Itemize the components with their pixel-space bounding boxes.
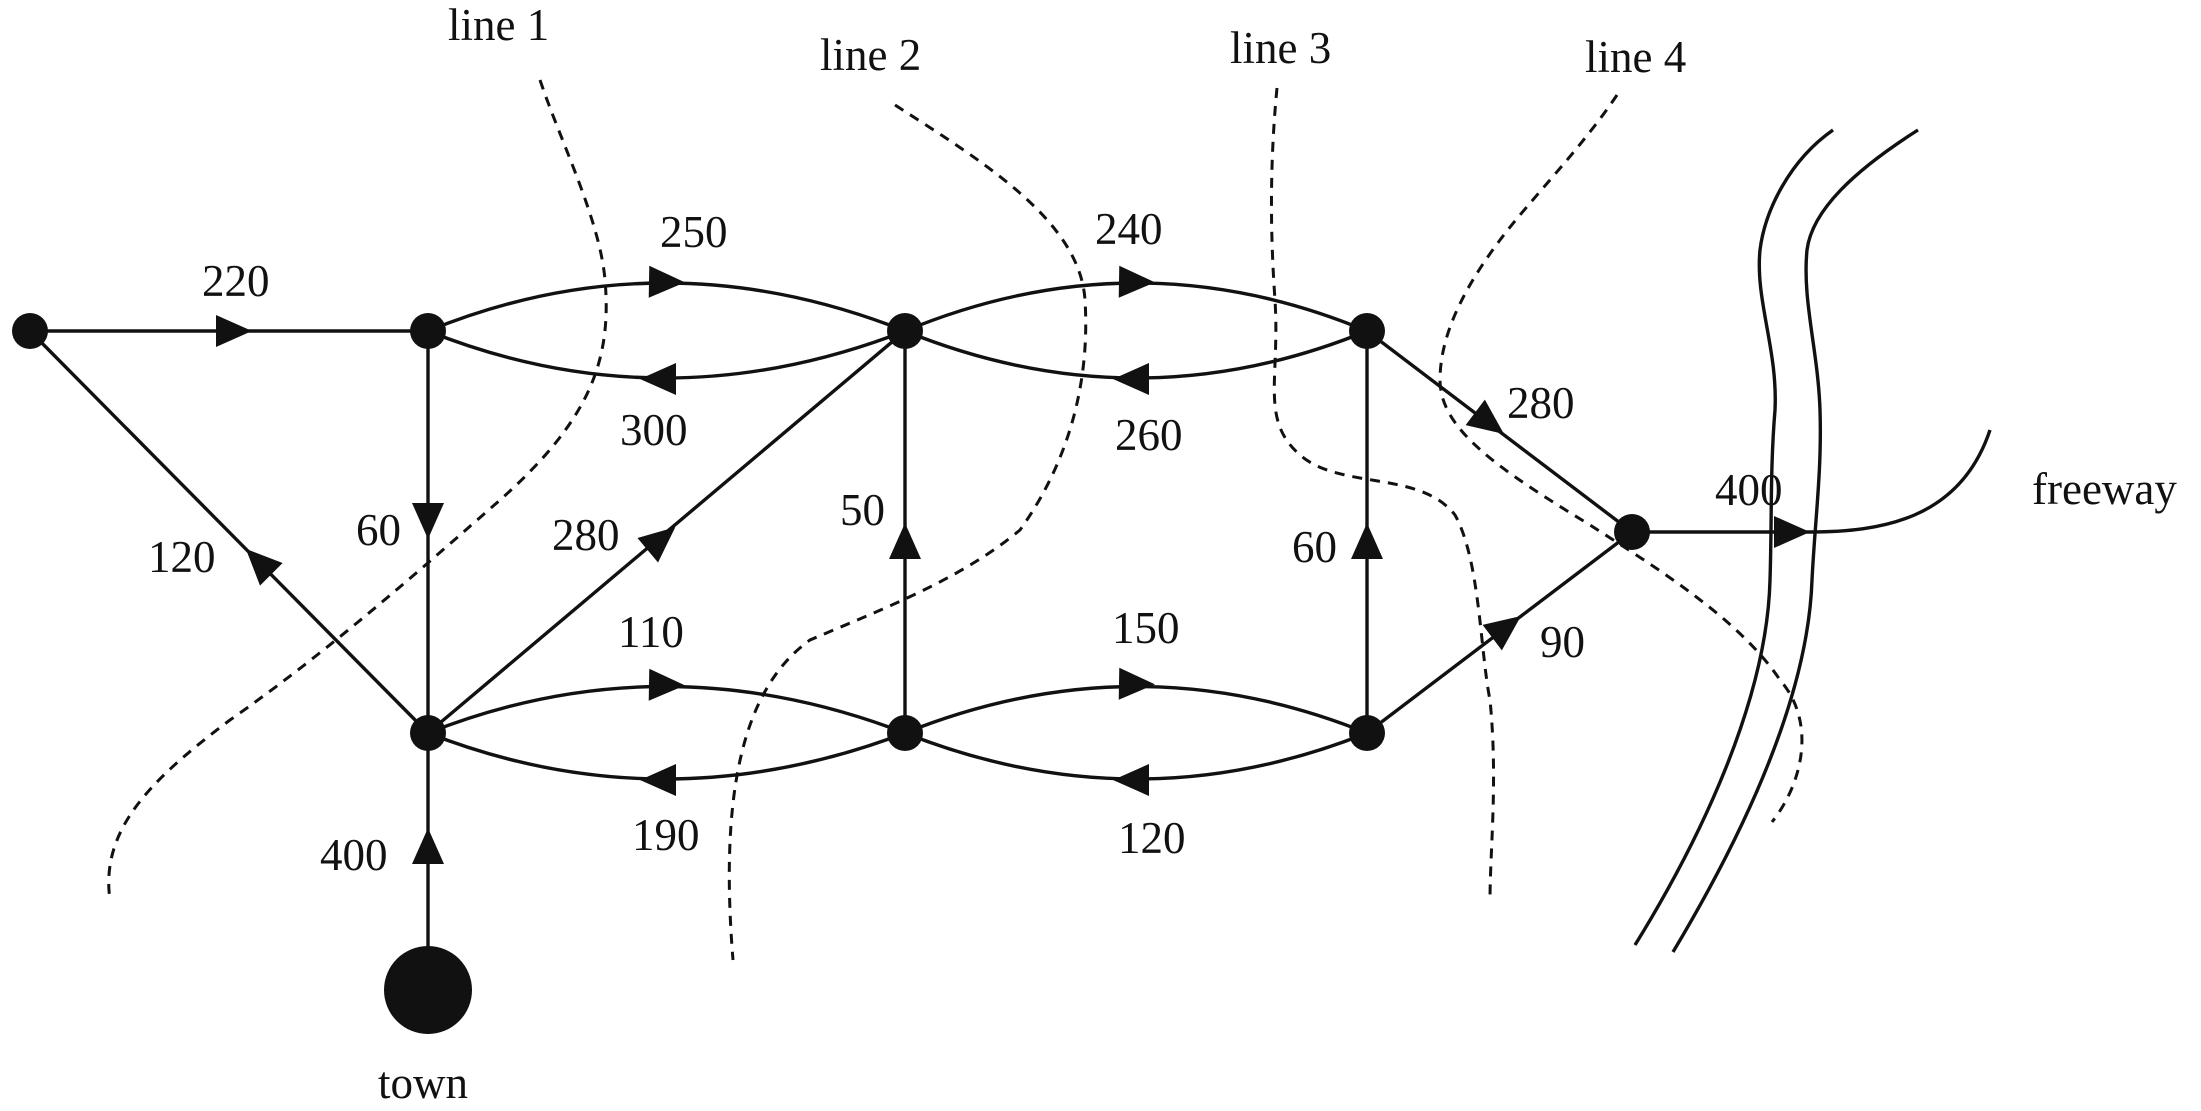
capacity-label-D-H: 280 bbox=[1507, 378, 1575, 428]
node-D bbox=[1349, 313, 1385, 349]
network-nodes bbox=[12, 313, 1650, 1034]
node-G bbox=[1349, 715, 1385, 751]
arrow-town-E bbox=[412, 828, 444, 864]
edge-arrowheads bbox=[216, 265, 1810, 864]
capacity-label-G-F: 120 bbox=[1118, 813, 1186, 863]
capacity-label-F-C: 50 bbox=[840, 485, 885, 535]
arrow-C-D bbox=[1118, 265, 1155, 298]
cut-line-label-3: line 3 bbox=[1230, 23, 1331, 73]
freeway-road bbox=[1633, 128, 1919, 953]
freeway-right-edge bbox=[1671, 128, 1919, 953]
edge-F-G bbox=[904, 684, 1368, 735]
arrow-F-G bbox=[1118, 667, 1155, 700]
capacity-label-B-C: 250 bbox=[660, 207, 728, 257]
arrow-E-F bbox=[648, 668, 685, 701]
capacity-label-C-D: 240 bbox=[1095, 204, 1163, 254]
network-edges bbox=[28, 281, 1992, 990]
node-C bbox=[887, 313, 923, 349]
cut-line-label-2: line 2 bbox=[820, 30, 921, 80]
capacity-label-F-G: 150 bbox=[1112, 603, 1180, 653]
node-F bbox=[887, 715, 923, 751]
capacity-label-A-B: 220 bbox=[202, 256, 270, 306]
capacity-labels: 220 120 250 300 60 280 240 260 50 110 19… bbox=[148, 204, 1783, 880]
cut-line-label-1: line 1 bbox=[448, 0, 549, 50]
capacity-label-G-H: 90 bbox=[1540, 617, 1585, 667]
arrow-B-E bbox=[412, 503, 444, 539]
capacity-label-E-A: 120 bbox=[148, 532, 216, 582]
edge-H-freeway bbox=[1632, 429, 1992, 534]
edge-E-F bbox=[427, 684, 906, 735]
arrow-F-E bbox=[640, 764, 676, 796]
node-B bbox=[410, 313, 446, 349]
cut-line-label-4: line 4 bbox=[1585, 32, 1686, 82]
arrow-A-B bbox=[216, 315, 252, 347]
cut-line-4 bbox=[1438, 94, 1804, 823]
arrow-F-C bbox=[889, 523, 921, 559]
freeway-label: freeway bbox=[2032, 464, 2177, 514]
cut-lines bbox=[107, 79, 1804, 961]
capacity-label-F-E: 190 bbox=[632, 810, 700, 860]
arrow-C-B bbox=[640, 363, 676, 395]
node-E bbox=[410, 715, 446, 751]
arrow-E-C bbox=[637, 527, 676, 563]
arrow-D-H bbox=[1465, 399, 1504, 435]
arrow-D-C bbox=[1113, 363, 1149, 395]
cut-line-labels: line 1 line 2 line 3 line 4 bbox=[448, 0, 1686, 82]
cut-line-2 bbox=[727, 103, 1088, 961]
cut-line-1 bbox=[107, 79, 608, 901]
arrow-G-H bbox=[1482, 615, 1521, 651]
node-town bbox=[384, 946, 472, 1034]
arrow-G-D bbox=[1351, 523, 1383, 559]
edge-E-A bbox=[28, 329, 430, 735]
capacity-label-E-C: 280 bbox=[552, 510, 620, 560]
node-H bbox=[1614, 514, 1650, 550]
arrow-G-F bbox=[1113, 764, 1149, 796]
capacity-label-G-D: 60 bbox=[1292, 522, 1337, 572]
arrow-B-C bbox=[648, 265, 685, 298]
town-label: town bbox=[378, 1058, 468, 1108]
capacity-label-town-E: 400 bbox=[320, 830, 388, 880]
capacity-label-E-F: 110 bbox=[618, 607, 684, 657]
capacity-label-C-B: 300 bbox=[620, 405, 688, 455]
capacity-label-B-E: 60 bbox=[356, 505, 401, 555]
capacity-label-D-C: 260 bbox=[1115, 410, 1183, 460]
freeway-left-edge bbox=[1633, 128, 1834, 946]
cut-line-3 bbox=[1269, 87, 1496, 901]
arrow-E-A bbox=[245, 548, 283, 586]
place-labels: town freeway bbox=[378, 464, 2177, 1108]
node-A bbox=[12, 313, 48, 349]
edge-B-C bbox=[427, 281, 906, 333]
capacity-label-H-freeway: 400 bbox=[1715, 465, 1783, 515]
arrow-H-freeway bbox=[1774, 516, 1810, 548]
